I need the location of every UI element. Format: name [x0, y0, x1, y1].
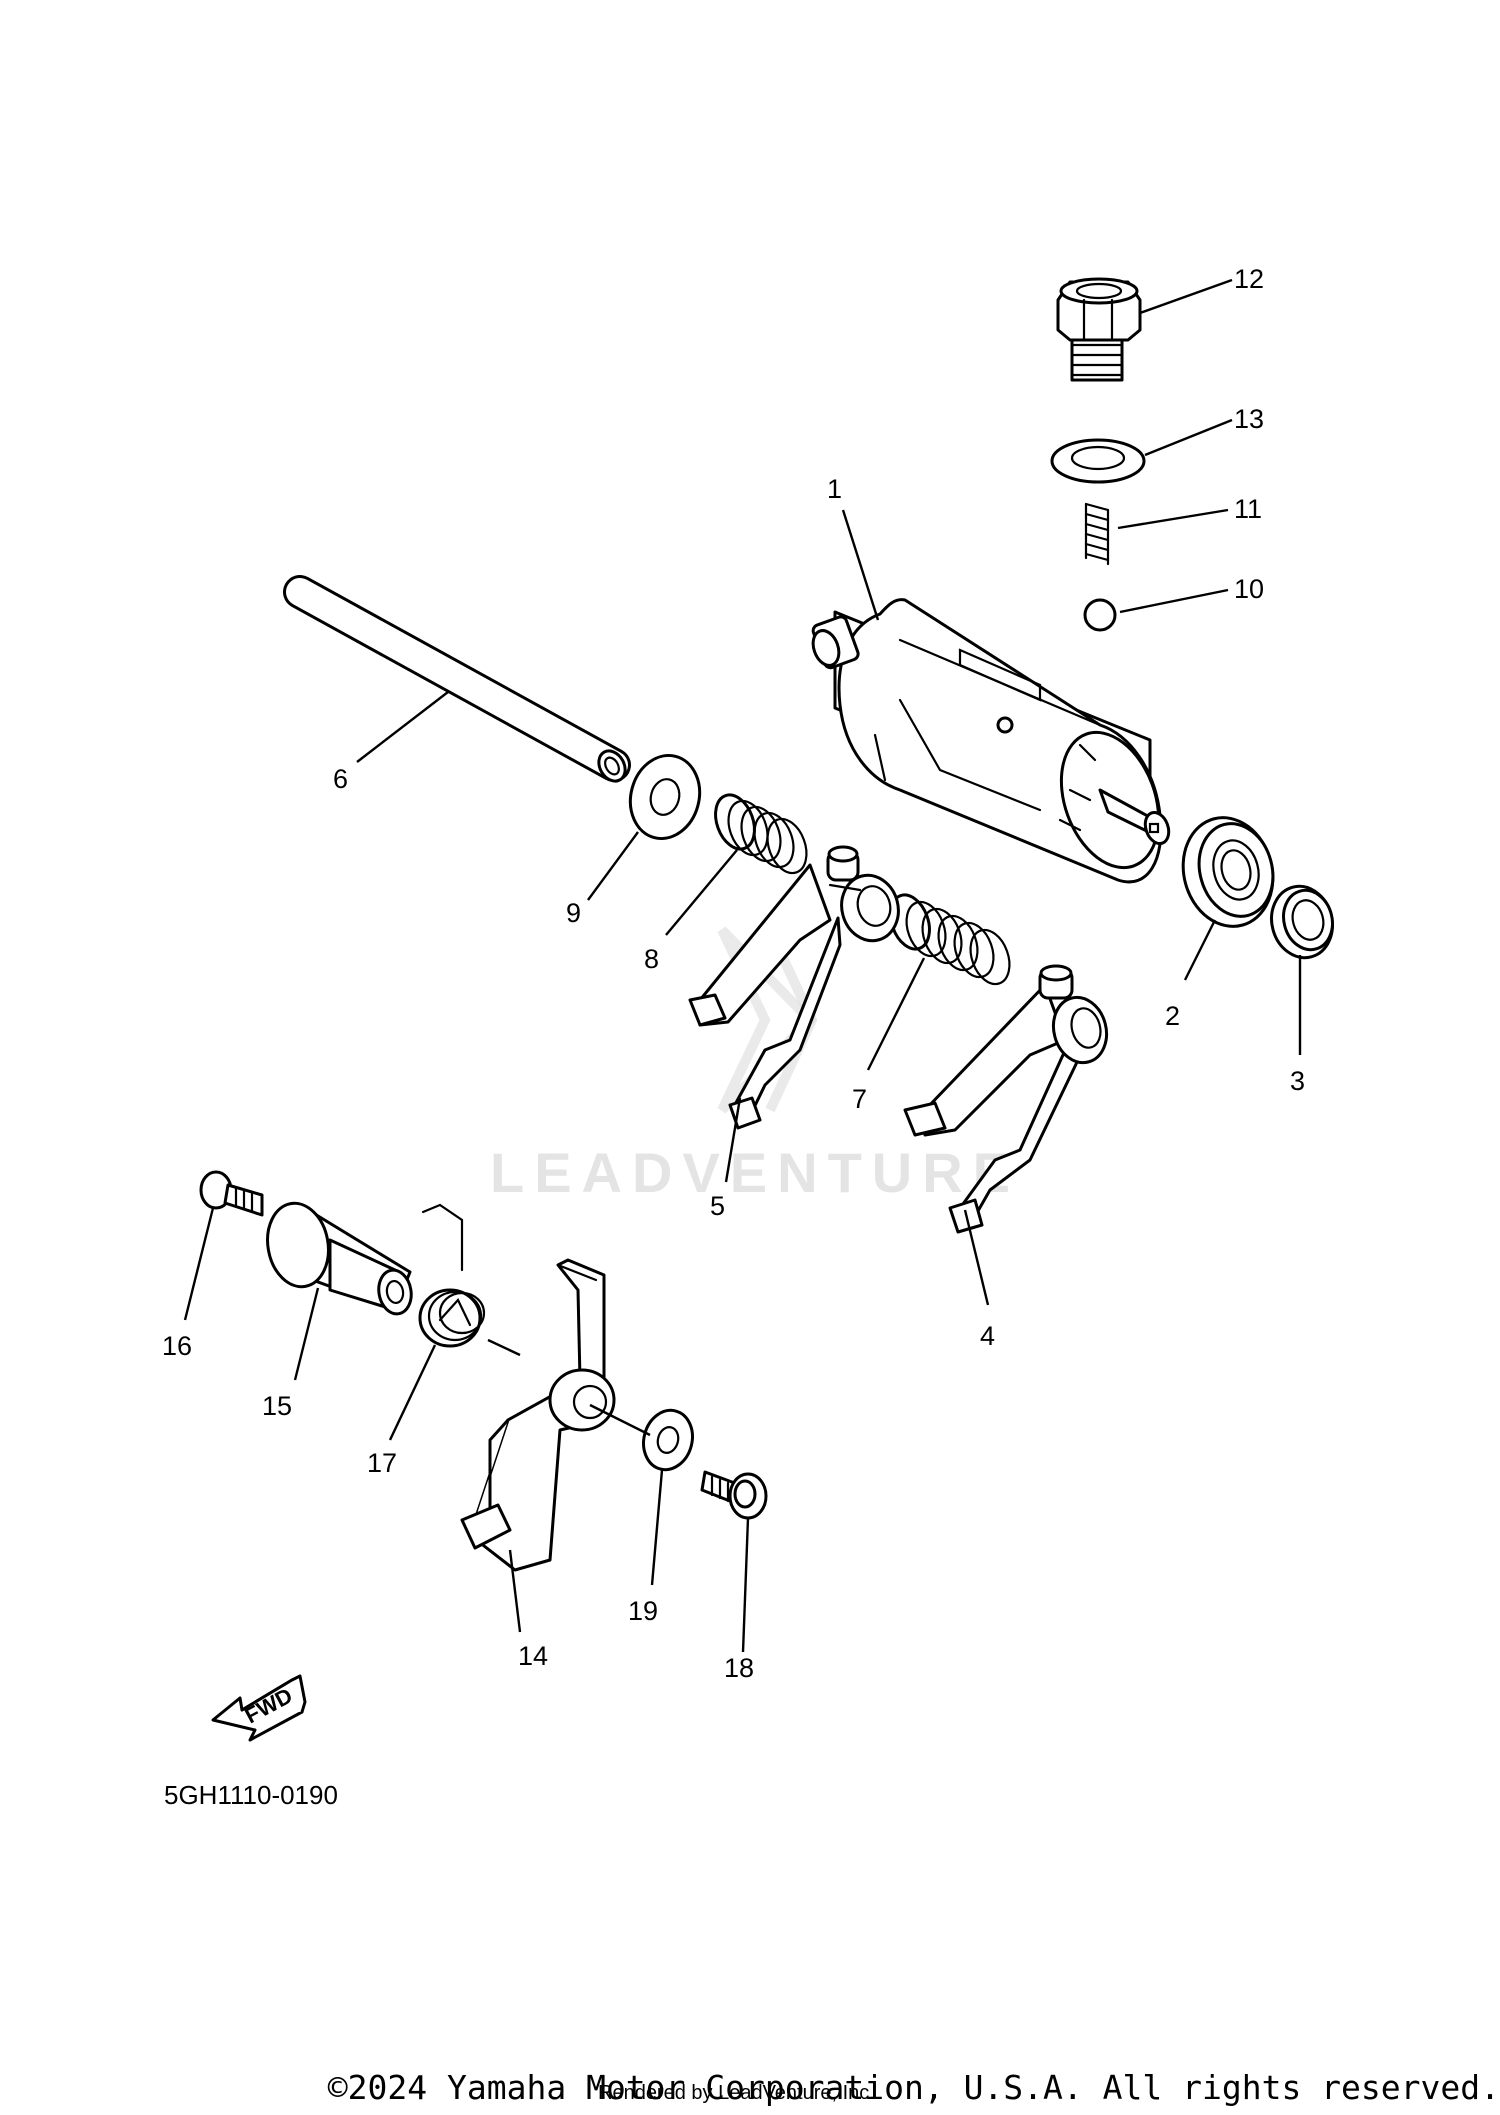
gasket[interactable] — [1050, 438, 1146, 484]
callout-17: 17 — [367, 1448, 397, 1478]
assembly-line-spring — [487, 1338, 521, 1357]
callout-18: 18 — [724, 1653, 754, 1683]
bearing[interactable] — [1171, 807, 1284, 936]
callout-7: 7 — [852, 1084, 867, 1114]
leader-lines — [183, 278, 1302, 1653]
detent-ball[interactable] — [1083, 598, 1117, 632]
callout-11: 11 — [1234, 494, 1262, 524]
watermark-text: LEADVENTURE — [490, 1141, 1020, 1204]
callout-8: 8 — [644, 944, 659, 974]
callout-16: 16 — [162, 1331, 192, 1361]
plug-bolt[interactable] — [1056, 277, 1142, 382]
callout-2: 2 — [1165, 1001, 1180, 1031]
callout-19: 19 — [628, 1596, 658, 1626]
fork-guide-bar[interactable] — [283, 575, 631, 786]
small-washer[interactable] — [637, 1405, 699, 1475]
shift-fork-right[interactable] — [903, 964, 1114, 1234]
callout-13: 13 — [1234, 404, 1264, 434]
stopper-lever[interactable] — [460, 1258, 616, 1572]
detent-spring[interactable] — [1084, 502, 1110, 566]
oil-seal[interactable] — [1264, 879, 1341, 964]
flange-bolt[interactable] — [700, 1470, 768, 1520]
washer[interactable] — [621, 748, 708, 847]
drawing-code: 5GH1110-0190 — [164, 1780, 338, 1810]
rendered-by-notice: Rendered by LeadVenture, Inc. — [598, 2082, 875, 2104]
fwd-arrow-icon: FWD — [211, 1674, 307, 1742]
callout-4: 4 — [980, 1321, 995, 1351]
shift-drum[interactable] — [809, 598, 1177, 884]
callout-1: 1 — [827, 474, 842, 504]
callout-14: 14 — [518, 1641, 548, 1671]
callouts: 1 2 3 4 5 6 7 8 9 10 11 12 13 14 15 16 1… — [162, 264, 1305, 1683]
callout-9: 9 — [566, 898, 581, 928]
fork-spring-long[interactable] — [884, 890, 1017, 990]
shift-fork-left[interactable] — [688, 845, 906, 1130]
copyright-notice: ©2024 Yamaha Motor Corporation, U.S.A. A… — [327, 2068, 1500, 2107]
callout-10: 10 — [1234, 574, 1264, 604]
assembly-line-washer — [589, 1403, 651, 1437]
collar[interactable] — [261, 1198, 414, 1316]
callout-6: 6 — [333, 764, 348, 794]
screw[interactable] — [199, 1170, 264, 1217]
torsion-spring[interactable] — [418, 1203, 486, 1348]
callout-5: 5 — [710, 1191, 725, 1221]
callout-15: 15 — [262, 1391, 292, 1421]
callout-3: 3 — [1290, 1066, 1305, 1096]
fork-spring-short[interactable] — [709, 790, 814, 879]
callout-12: 12 — [1234, 264, 1264, 294]
